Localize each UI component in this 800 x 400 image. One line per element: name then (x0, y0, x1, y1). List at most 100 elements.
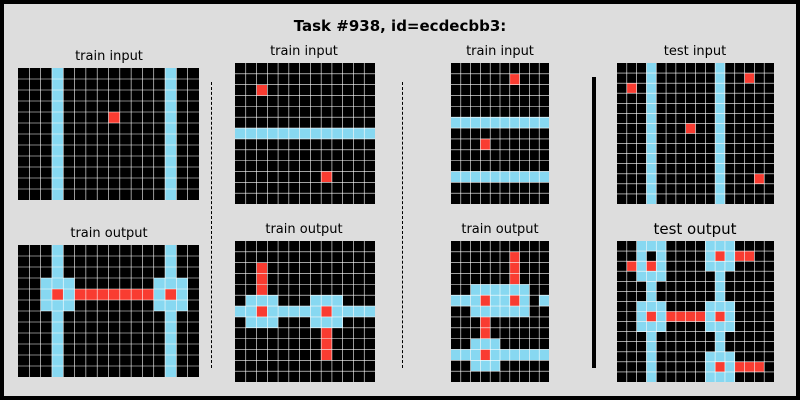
blue-cell (278, 306, 289, 317)
blue-cell (480, 171, 491, 183)
blue-cell (51, 112, 64, 123)
blue-cell (490, 295, 500, 307)
red-cell (256, 284, 268, 296)
blue-cell (705, 301, 716, 312)
red-cell (695, 311, 706, 322)
blue-cell (470, 306, 481, 317)
blue-cell (153, 289, 166, 300)
blue-cell (636, 251, 647, 262)
blue-cell (490, 171, 500, 183)
blue-cell (715, 93, 725, 104)
blue-cell (509, 117, 520, 129)
blue-cell (715, 103, 725, 114)
blue-cell (451, 117, 461, 129)
panel-title-train-output-2: train output (265, 222, 343, 237)
blue-cell (705, 311, 716, 322)
blue-cell (51, 68, 64, 79)
blue-cell (636, 271, 647, 282)
blue-cell (490, 349, 500, 361)
blue-cell (480, 117, 491, 129)
blue-cell (470, 171, 481, 183)
blue-cell (715, 123, 725, 134)
red-cell (131, 289, 143, 300)
blue-cell (646, 321, 657, 332)
blue-cell (267, 306, 279, 317)
train-input-grid-1 (18, 68, 199, 200)
blue-cell (51, 366, 64, 377)
blue-cell (153, 278, 166, 289)
blue-cell (646, 83, 657, 94)
blue-cell (715, 341, 725, 352)
task-title: Task #938, id=ecdecbb3: (293, 17, 507, 35)
blue-cell (715, 153, 725, 164)
blue-cell (656, 321, 667, 332)
red-cell (256, 306, 268, 317)
blue-cell (500, 117, 510, 129)
blue-cell (51, 267, 64, 278)
red-cell (321, 171, 332, 183)
blue-cell (165, 101, 177, 112)
blue-cell (656, 271, 667, 282)
red-cell (142, 289, 154, 300)
blue-cell (245, 295, 257, 307)
blue-cell (646, 351, 657, 362)
blue-cell (51, 156, 64, 167)
blue-cell (646, 241, 657, 252)
blue-cell (153, 300, 166, 311)
blue-cell (299, 306, 311, 317)
blue-cell (235, 128, 246, 139)
blue-cell (646, 281, 657, 292)
blue-cell (364, 128, 375, 139)
grid-svg (235, 241, 375, 382)
blue-cell (656, 251, 667, 262)
blue-cell (51, 245, 64, 256)
blue-cell (165, 300, 177, 311)
red-cell (509, 73, 520, 85)
test-output-grid (617, 241, 774, 382)
red-cell (321, 327, 332, 339)
blue-cell (460, 349, 471, 361)
red-cell (480, 349, 491, 361)
blue-cell (51, 134, 64, 145)
red-cell (626, 83, 637, 94)
blue-cell (176, 289, 188, 300)
blue-cell (490, 117, 500, 129)
red-cell (119, 289, 132, 300)
blue-cell (509, 349, 520, 361)
blue-cell (165, 366, 177, 377)
blue-cell (310, 295, 322, 307)
blue-cell (51, 189, 64, 200)
grid-svg (235, 63, 375, 204)
blue-cell (176, 278, 188, 289)
blue-cell (470, 295, 481, 307)
separator-dashed-2 (402, 82, 403, 368)
blue-cell (705, 361, 716, 372)
blue-cell (51, 333, 64, 344)
blue-cell (451, 295, 461, 307)
blue-cell (176, 300, 188, 311)
blue-cell (724, 351, 735, 362)
blue-cell (51, 311, 64, 322)
blue-cell (165, 267, 177, 278)
blue-cell (353, 306, 365, 317)
red-cell (256, 273, 268, 285)
separator-dashed-1 (211, 82, 212, 368)
red-cell (646, 261, 657, 272)
blue-cell (646, 341, 657, 352)
blue-cell (724, 301, 735, 312)
blue-cell (646, 143, 657, 154)
blue-cell (646, 183, 657, 194)
blue-cell (500, 349, 510, 361)
blue-cell (715, 183, 725, 194)
blue-cell (321, 295, 332, 307)
red-cell (754, 361, 765, 372)
blue-cell (636, 321, 647, 332)
blue-cell (500, 295, 510, 307)
blue-cell (715, 143, 725, 154)
blue-cell (165, 344, 177, 355)
blue-cell (245, 128, 257, 139)
blue-cell (470, 284, 481, 296)
blue-cell (715, 73, 725, 84)
blue-cell (51, 90, 64, 101)
separator-solid (592, 77, 596, 368)
